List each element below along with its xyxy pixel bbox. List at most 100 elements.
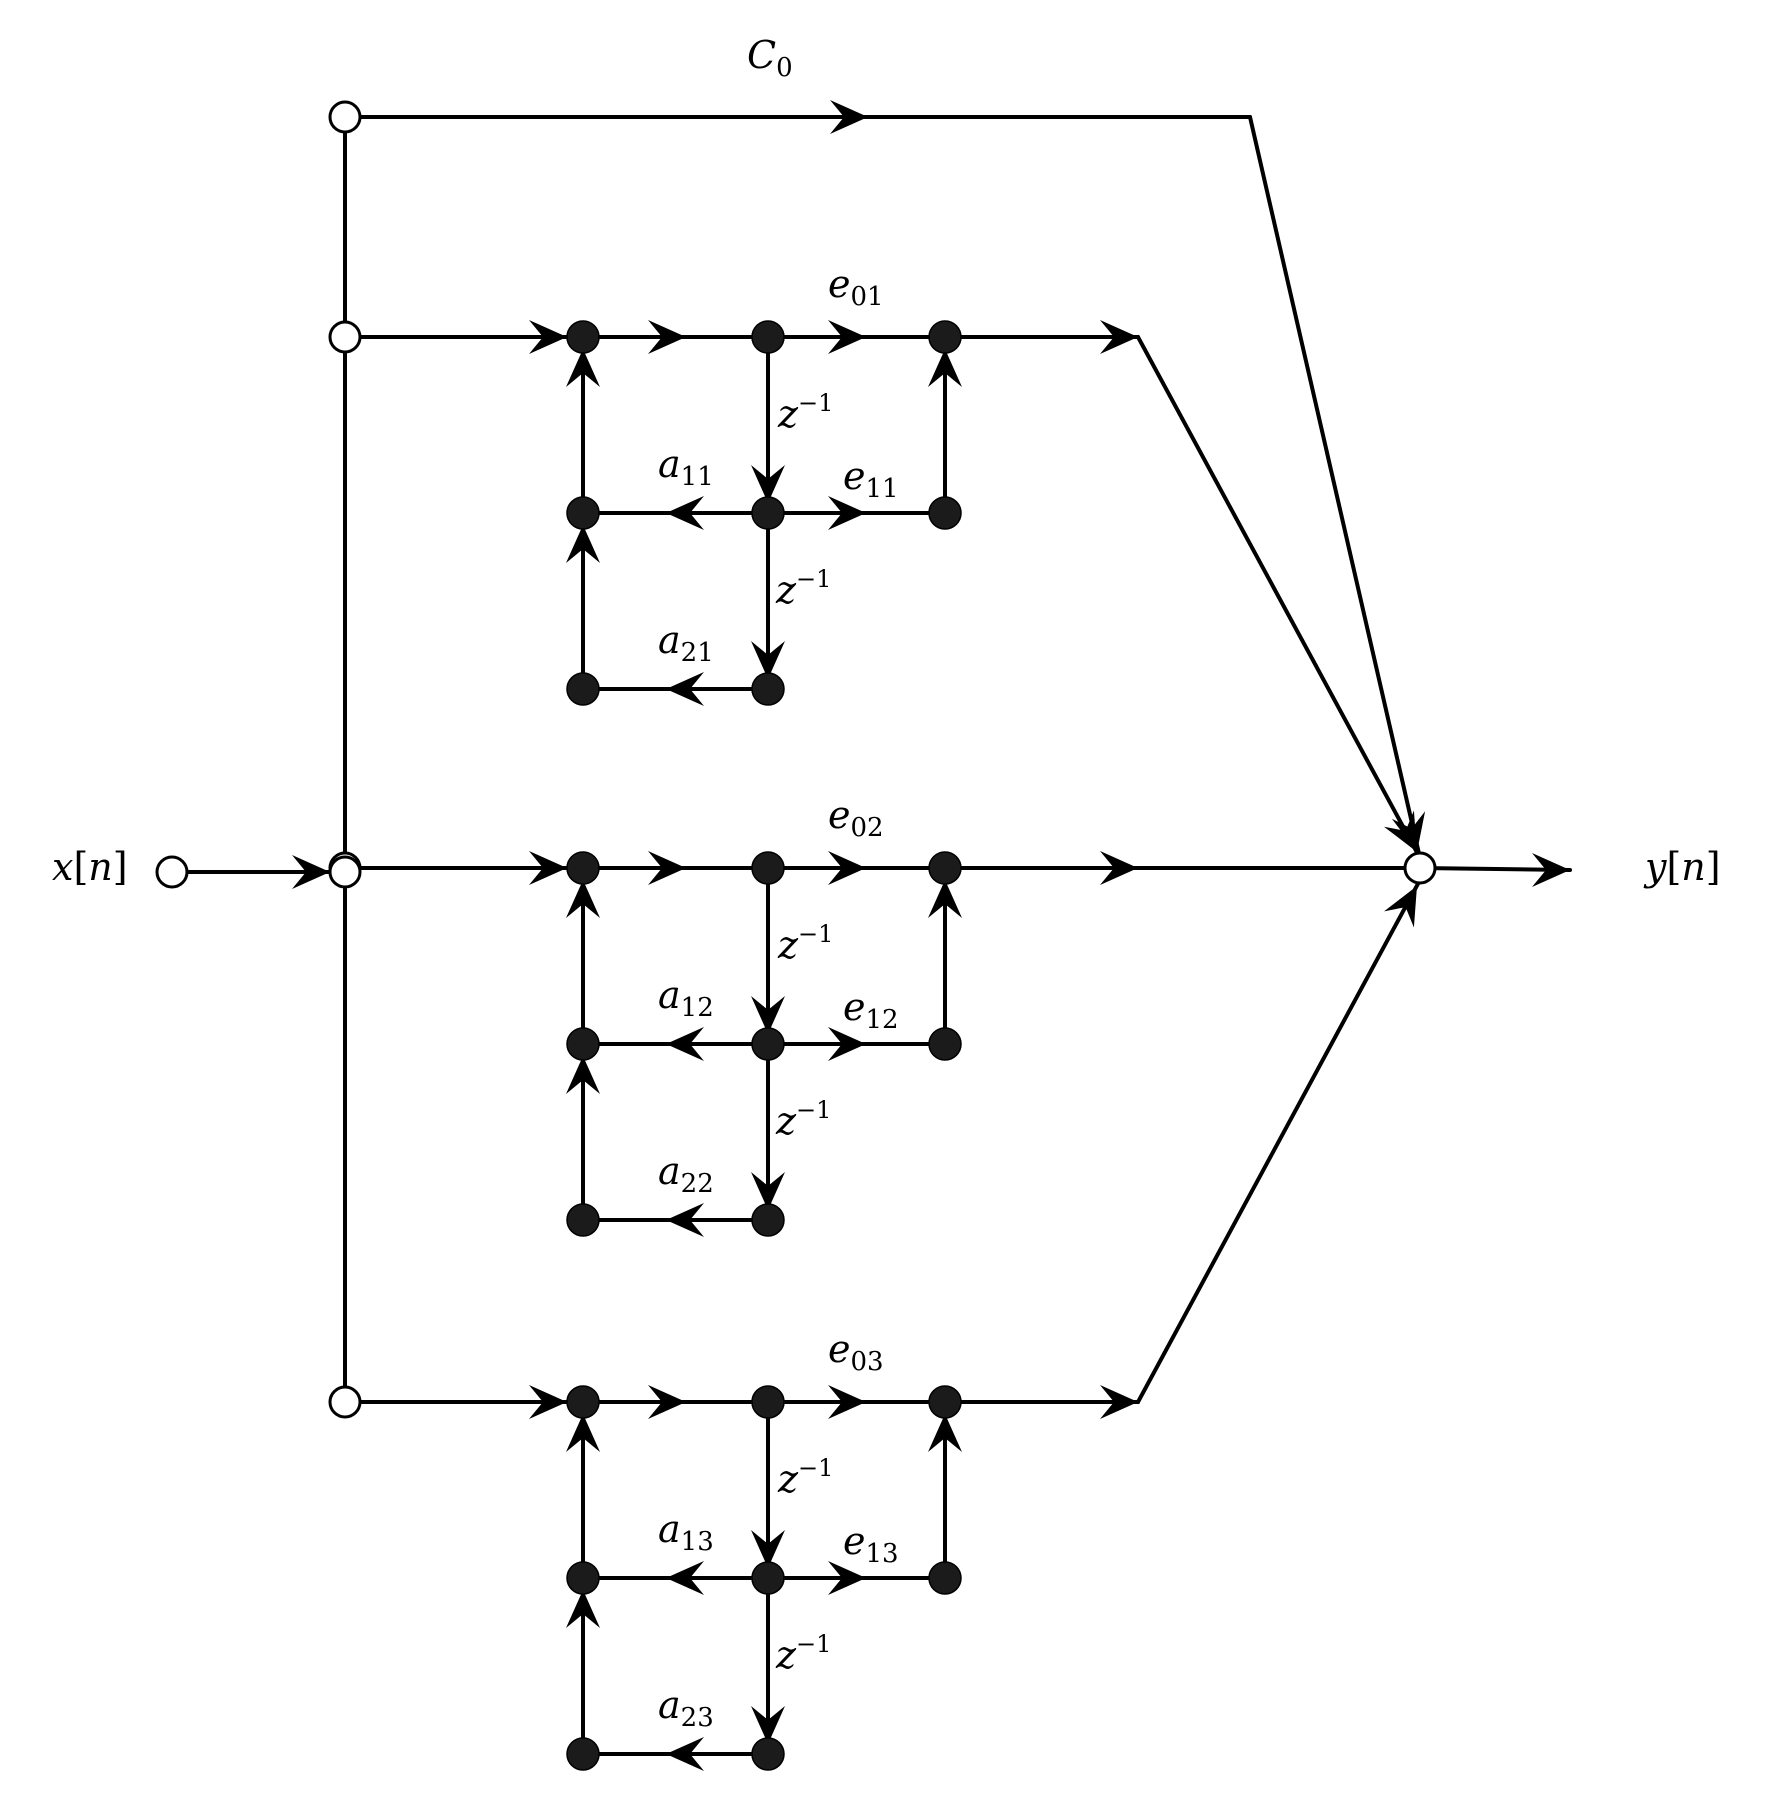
section-3-a2-arrow <box>666 1737 704 1771</box>
input-split-node <box>328 855 362 889</box>
section-2-delay-label-1: z−1 <box>777 920 833 967</box>
section-1-sum-arrow <box>1384 810 1417 852</box>
section-1-input-arrow <box>529 320 567 354</box>
section-3-e1-arrow <box>828 1561 866 1595</box>
section-3-node-out <box>928 1385 962 1419</box>
output-line <box>1418 866 1572 872</box>
section-2-delay-arrow-1 <box>751 996 785 1034</box>
input-arrow <box>292 855 330 889</box>
section-2-input-arrow <box>529 851 567 885</box>
section-1-a1-arrow <box>666 496 704 530</box>
output-label: y[n] <box>1643 845 1721 889</box>
section-1-to-sum-line <box>1136 335 1422 860</box>
output-arrow <box>1532 853 1570 887</box>
section-1-node-out <box>928 320 962 354</box>
section-2-e1-label: e12 <box>843 985 899 1035</box>
section-1-feedback-arrow-2 <box>566 525 600 563</box>
section-1-a1-label: a11 <box>658 442 714 492</box>
labels: x[n] y[n] C0 <box>52 33 1721 889</box>
section-3-node-w <box>751 1385 785 1419</box>
section-3-delay-arrow-2 <box>751 1706 785 1744</box>
section-3-feedback-arrow-2 <box>566 1590 600 1628</box>
section-2-a2-arrow <box>666 1203 704 1237</box>
section-2-output-arrow <box>1100 851 1138 885</box>
section-2-e1-up-arrow <box>928 880 962 918</box>
section-1-a2-arrow <box>666 672 704 706</box>
section-2-feedback-arrow-1 <box>566 880 600 918</box>
direct-path-arrow <box>830 100 868 134</box>
section-2-node-e1 <box>928 1027 962 1061</box>
section-1-delay-arrow-1 <box>751 465 785 503</box>
direct-gain-label: C0 <box>747 33 793 83</box>
section-2-a1-label: a12 <box>658 973 714 1023</box>
section-1-node-a2 <box>566 672 600 706</box>
section-3-branch-node <box>328 1385 362 1419</box>
section-2-node-a1 <box>566 1027 600 1061</box>
section-3-feedback-arrow-1 <box>566 1414 600 1452</box>
section-2-node-w2 <box>751 1203 785 1237</box>
section-3-node-w2 <box>751 1737 785 1771</box>
section-3-input-arrow <box>529 1385 567 1419</box>
section-3-to-sum-line <box>1136 878 1422 1404</box>
section-3-e1-up-arrow <box>928 1414 962 1452</box>
section-3-a2-label: a23 <box>658 1683 714 1733</box>
section-1-node-w <box>751 320 785 354</box>
section-1-e0-label: e01 <box>828 262 884 312</box>
section-2-forward-arrow-1 <box>648 851 686 885</box>
section-3-a1-arrow <box>666 1561 704 1595</box>
section-2-node-w <box>751 851 785 885</box>
section-1-node-w2 <box>751 672 785 706</box>
section-3-node-in <box>566 1385 600 1419</box>
summation-node <box>1403 851 1437 885</box>
section-2-a1-arrow <box>666 1027 704 1061</box>
section-3-node-a1 <box>566 1561 600 1595</box>
section-1-delay-label-2: z−1 <box>775 565 831 612</box>
section-labels: e01e11a11a21z−1z−1e02e12a12a22z−1z−1e03e… <box>658 262 899 1733</box>
section-2-forward-arrow-2 <box>828 851 866 885</box>
direct-branch-node <box>328 100 362 134</box>
direct-path-to-sum <box>1248 115 1422 860</box>
section-1-output-arrow <box>1100 320 1138 354</box>
section-2-a2-label: a22 <box>658 1149 714 1199</box>
section-3-node-w1 <box>751 1561 785 1595</box>
section-1-e1-arrow <box>828 496 866 530</box>
section-2-delay-arrow-2 <box>751 1172 785 1210</box>
section-3-forward-arrow-1 <box>648 1385 686 1419</box>
section-3-delay-arrow-1 <box>751 1530 785 1568</box>
section-1-e1-up-arrow <box>928 349 962 387</box>
section-1-branch-node <box>328 320 362 354</box>
section-1-forward-arrow-2 <box>828 320 866 354</box>
section-2-node-w1 <box>751 1027 785 1061</box>
section-1-e1-label: e11 <box>843 454 899 504</box>
section-2-delay-label-2: z−1 <box>775 1096 831 1143</box>
section-2-feedback-arrow-2 <box>566 1056 600 1094</box>
section-1-delay-arrow-2 <box>751 641 785 679</box>
section-1-node-w1 <box>751 496 785 530</box>
section-1-node-a1 <box>566 496 600 530</box>
nodes <box>155 100 1437 1771</box>
section-2-node-in <box>566 851 600 885</box>
section-3-forward-arrow-2 <box>828 1385 866 1419</box>
input-label: x[n] <box>52 845 128 889</box>
section-3-output-arrow <box>1100 1385 1138 1419</box>
section-3-e1-label: e13 <box>843 1519 899 1569</box>
section-3-delay-label-2: z−1 <box>775 1630 831 1677</box>
section-3-node-a2 <box>566 1737 600 1771</box>
section-2-e0-label: e02 <box>828 793 884 843</box>
section-2-e1-arrow <box>828 1027 866 1061</box>
section-1-delay-label-1: z−1 <box>777 389 833 436</box>
section-1-node-in <box>566 320 600 354</box>
input-node <box>155 855 189 889</box>
section-2-node-a2 <box>566 1203 600 1237</box>
section-3-sum-arrow <box>1384 886 1417 928</box>
arrows <box>292 100 1570 1771</box>
section-3-a1-label: a13 <box>658 1507 714 1557</box>
section-3-node-e1 <box>928 1561 962 1595</box>
section-1-node-e1 <box>928 496 962 530</box>
wires <box>170 115 1572 1756</box>
section-2-node-out <box>928 851 962 885</box>
section-1-feedback-arrow-1 <box>566 349 600 387</box>
section-3-delay-label-1: z−1 <box>777 1454 833 1501</box>
section-1-forward-arrow-1 <box>648 320 686 354</box>
